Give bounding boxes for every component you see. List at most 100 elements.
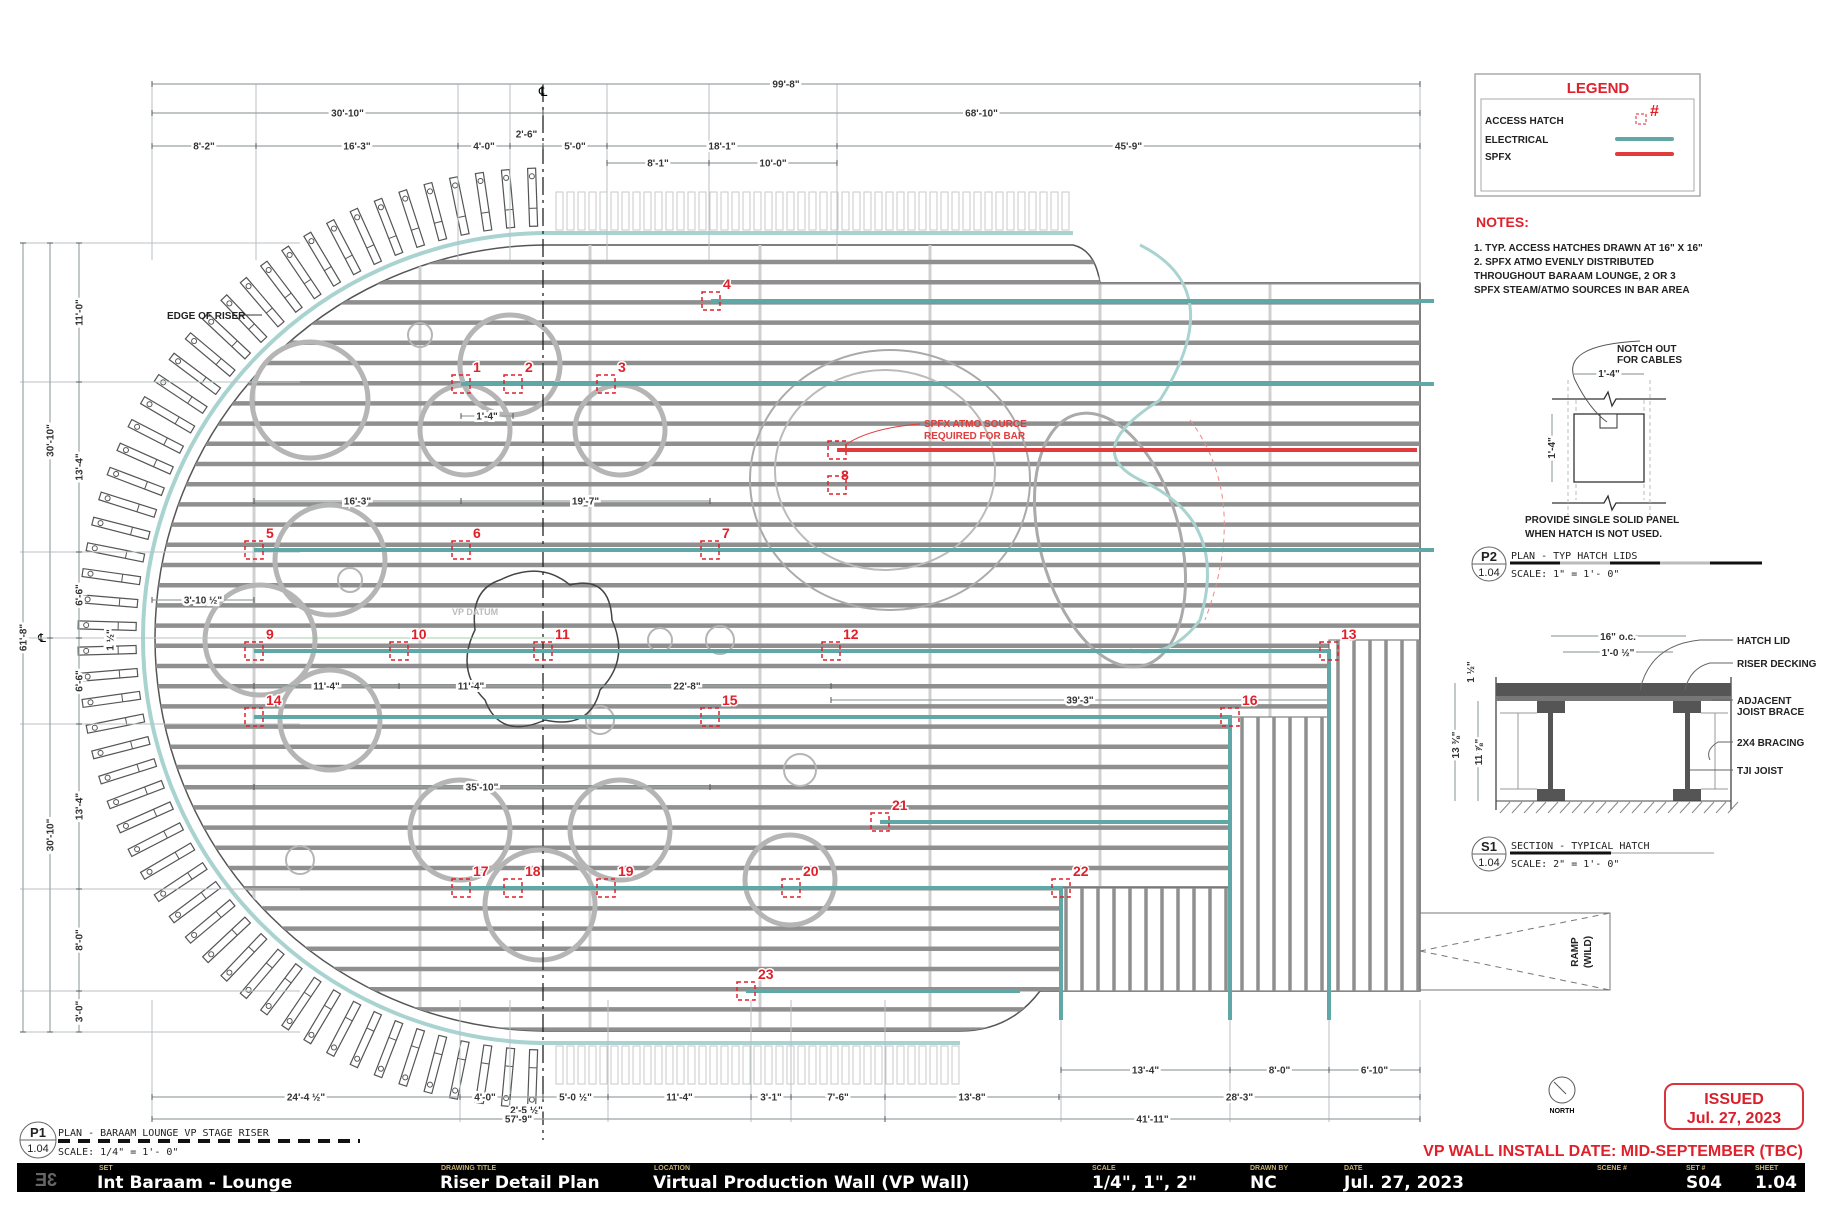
access-hatch[interactable] [596,878,616,898]
access-hatch[interactable] [533,641,553,661]
access-hatch[interactable] [700,540,720,560]
dimension-text: 8'-2" [193,142,215,153]
access-hatch[interactable] [596,374,616,394]
access-hatch[interactable] [1051,878,1071,898]
access-hatch[interactable] [870,812,890,832]
stair-tread [973,191,982,231]
access-hatch-number: 16 [1242,692,1258,708]
studio-logo: 3E [35,1170,57,1190]
access-hatch[interactable] [781,878,801,898]
access-hatch[interactable] [821,641,841,661]
p2-notch-label: NOTCH OUT [1617,344,1676,355]
furniture-outline [202,582,318,698]
dimension-text: 13'-4" [75,453,86,480]
bar-outline [1112,243,1209,654]
stair-tread [398,1027,426,1087]
access-hatch[interactable] [244,540,264,560]
stair-tread [775,1045,784,1085]
stair-tread [918,1045,927,1085]
stair-tread [168,352,222,396]
dimension-text: 30'-10" [46,424,57,457]
stair-tread [555,191,564,231]
dimension-text: 19'-7" [572,497,599,508]
stair-tread [742,191,751,231]
stair-tread [577,1045,586,1085]
stair-tread [841,1045,850,1085]
ground-hatch [1667,801,1679,814]
drawn-by-label: DRAWN BY [1250,1165,1288,1172]
bar-outline [749,349,1031,611]
access-hatch[interactable] [700,707,720,727]
access-hatch-number: 17 [473,863,489,879]
ground-hatch [1727,801,1739,814]
dimension-text: 22'-8" [673,682,700,693]
furniture-outline [567,777,673,883]
s1-label-hatch-lid: HATCH LID [1737,636,1790,647]
stair-tread [500,1047,516,1108]
vp-datum-outline [466,570,620,728]
stair-tread [153,373,208,415]
access-hatch[interactable] [503,878,523,898]
stair-tread [643,1045,652,1085]
stair-tread [621,191,630,231]
access-hatch[interactable] [451,878,471,898]
note-line: SPFX STEAM/ATMO SOURCES IN BAR AREA [1474,285,1690,296]
ground-hatch [1571,801,1583,814]
ground-hatch [1703,801,1715,814]
stair-tread [654,1045,663,1085]
access-hatch[interactable] [827,440,847,460]
dimension-text: 3'-10 ½" [184,596,223,607]
install-date-note: VP WALL INSTALL DATE: MID-SEPTEMBER (TBC… [1423,1143,1803,1160]
access-hatch[interactable] [827,475,847,495]
stair-tread [907,191,916,231]
stair-tread [885,191,894,231]
access-hatch[interactable] [503,374,523,394]
access-hatch[interactable] [244,707,264,727]
notes: NOTES: 1. TYP. ACCESS HATCHES DRAWN AT 1… [1474,214,1703,296]
furniture-outline [742,832,838,928]
access-hatch[interactable] [451,540,471,560]
ground-hatch [1499,801,1511,814]
location-value: Virtual Production Wall (VP Wall) [653,1173,970,1193]
access-hatch[interactable] [1220,707,1240,727]
vp-datum-label: VP DATUM [452,607,498,617]
access-hatch-number: 22 [1073,863,1089,879]
stair-tread [577,191,586,231]
dimension-text: 41'-11" [1136,1115,1168,1126]
dimension-text: 1'-4" [476,412,498,423]
dimension-text: 7'-6" [827,1093,849,1104]
access-hatch[interactable] [701,291,721,311]
stair-tread [885,1045,894,1085]
s1-joist-height-dim: 11 ⅞" [1474,739,1485,766]
stair-treads [77,167,1070,1109]
access-hatch-number: 5 [266,525,274,541]
dimension-text: 16'-3" [344,497,371,508]
stair-tread [139,842,196,881]
access-hatch-number: 6 [473,525,481,541]
dimension-text: 13'-8" [958,1093,985,1104]
stair-tread [474,1044,493,1105]
access-hatch[interactable] [244,641,264,661]
access-hatch[interactable] [451,374,471,394]
stair-tread [349,207,383,266]
dimension-text: 6'-6" [75,670,86,692]
p1-scale: SCALE: 1/4" = 1'- 0" [58,1147,178,1158]
stair-tread [687,191,696,231]
stair-tread [841,191,850,231]
dimension-text: 11'-4" [666,1093,693,1104]
set-value: Int Baraam - Lounge [97,1173,292,1193]
s1-label-adjacent: ADJACENT [1737,696,1791,707]
access-hatch[interactable] [389,641,409,661]
access-hatch[interactable] [1319,641,1339,661]
access-hatch[interactable] [736,981,756,1001]
dimension-text: 30'-10" [331,109,364,120]
stair-tread [325,218,362,276]
stair-tread [896,191,905,231]
dimension-text: 24'-4 ½" [287,1093,326,1104]
stair-tread [303,989,342,1045]
stair-tread [731,191,740,231]
access-hatch-number: 15 [722,692,738,708]
stair-tread [239,276,285,328]
stair-tread [373,1019,404,1079]
stair-tread [1028,191,1037,231]
